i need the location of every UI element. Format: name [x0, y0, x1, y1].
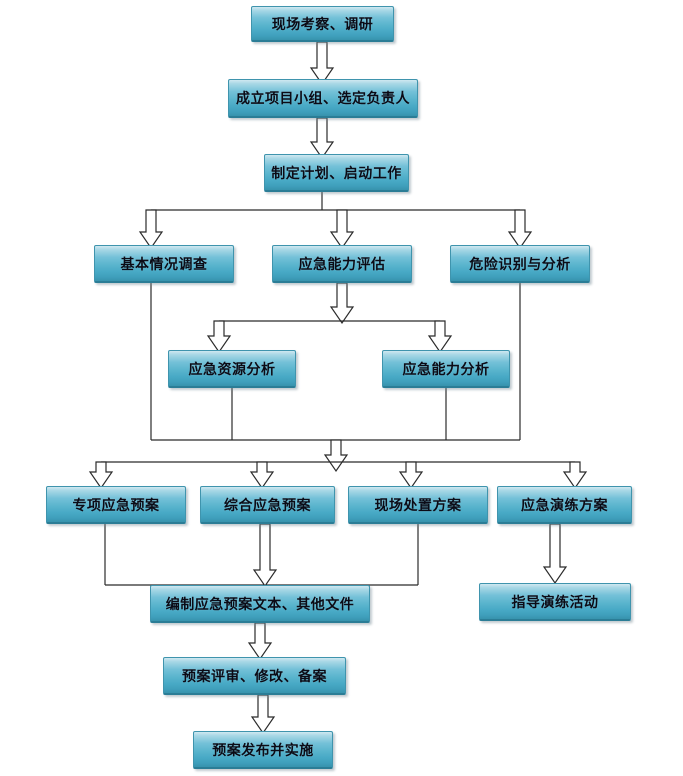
node-label: 应急能力评估 — [298, 255, 386, 272]
node-label: 应急资源分析 — [188, 360, 276, 377]
node-compile-plan-documents[interactable]: 编制应急预案文本、其他文件 — [150, 585, 370, 623]
node-label: 制定计划、启动工作 — [271, 164, 402, 181]
node-emergency-capability-analysis[interactable]: 应急能力分析 — [382, 350, 510, 388]
node-hazard-identification-analysis[interactable]: 危险识别与分析 — [450, 245, 590, 283]
arrow-merge-to-n13 — [252, 523, 278, 588]
node-label: 专项应急预案 — [72, 496, 160, 513]
arrow-bus-to-n4 — [138, 209, 164, 250]
node-emergency-capability-assessment[interactable]: 应急能力评估 — [272, 245, 412, 283]
node-label: 应急能力分析 — [402, 360, 490, 377]
arrow-bus3-to-n11 — [398, 461, 424, 490]
arrow-n5-to-bus2 — [329, 282, 355, 325]
arrow-bus3-to-n10 — [249, 461, 275, 490]
node-label: 综合应急预案 — [224, 496, 311, 513]
node-basic-situation-survey[interactable]: 基本情况调查 — [94, 245, 234, 283]
node-label: 应急演练方案 — [521, 496, 608, 513]
arrow-collector-to-bus3 — [323, 439, 349, 473]
arrow-bus-to-n6 — [507, 209, 533, 250]
node-label: 现场考察、调研 — [271, 15, 374, 32]
node-comprehensive-emergency-plan[interactable]: 综合应急预案 — [200, 486, 335, 524]
node-label: 预案发布并实施 — [212, 741, 314, 758]
node-label: 基本情况调查 — [120, 255, 208, 272]
node-emergency-resource-analysis[interactable]: 应急资源分析 — [168, 350, 296, 388]
node-site-survey[interactable]: 现场考察、调研 — [251, 6, 394, 42]
arrow-n15-n16 — [250, 694, 276, 735]
node-publish-and-implement[interactable]: 预案发布并实施 — [193, 731, 333, 769]
arrow-bus3-to-n12 — [562, 461, 588, 490]
node-guide-drill-activities[interactable]: 指导演练活动 — [479, 583, 631, 621]
arrow-n2-n3 — [309, 117, 335, 160]
node-form-project-team[interactable]: 成立项目小组、选定负责人 — [228, 79, 418, 118]
node-emergency-drill-plan[interactable]: 应急演练方案 — [497, 486, 632, 524]
node-label: 成立项目小组、选定负责人 — [236, 90, 410, 106]
arrow-n12-n14 — [542, 523, 568, 585]
arrow-n1-n2 — [309, 41, 335, 86]
node-label: 现场处置方案 — [374, 496, 462, 513]
node-label: 预案评审、修改、备案 — [182, 667, 327, 684]
node-make-plan-start-work[interactable]: 制定计划、启动工作 — [264, 154, 409, 192]
arrow-n13-n15 — [247, 622, 273, 661]
node-label: 指导演练活动 — [511, 593, 599, 610]
node-special-emergency-plan[interactable]: 专项应急预案 — [46, 486, 186, 524]
arrow-bus2-to-n8 — [427, 320, 453, 354]
arrow-bus-to-n5 — [329, 209, 355, 250]
node-label: 编制应急预案文本、其他文件 — [165, 595, 355, 612]
arrow-bus3-to-n9 — [88, 461, 114, 490]
arrow-bus2-to-n7 — [206, 320, 232, 354]
node-label: 危险识别与分析 — [469, 255, 571, 272]
node-on-site-disposal-plan[interactable]: 现场处置方案 — [348, 486, 488, 524]
node-review-revise-file[interactable]: 预案评审、修改、备案 — [163, 657, 346, 695]
